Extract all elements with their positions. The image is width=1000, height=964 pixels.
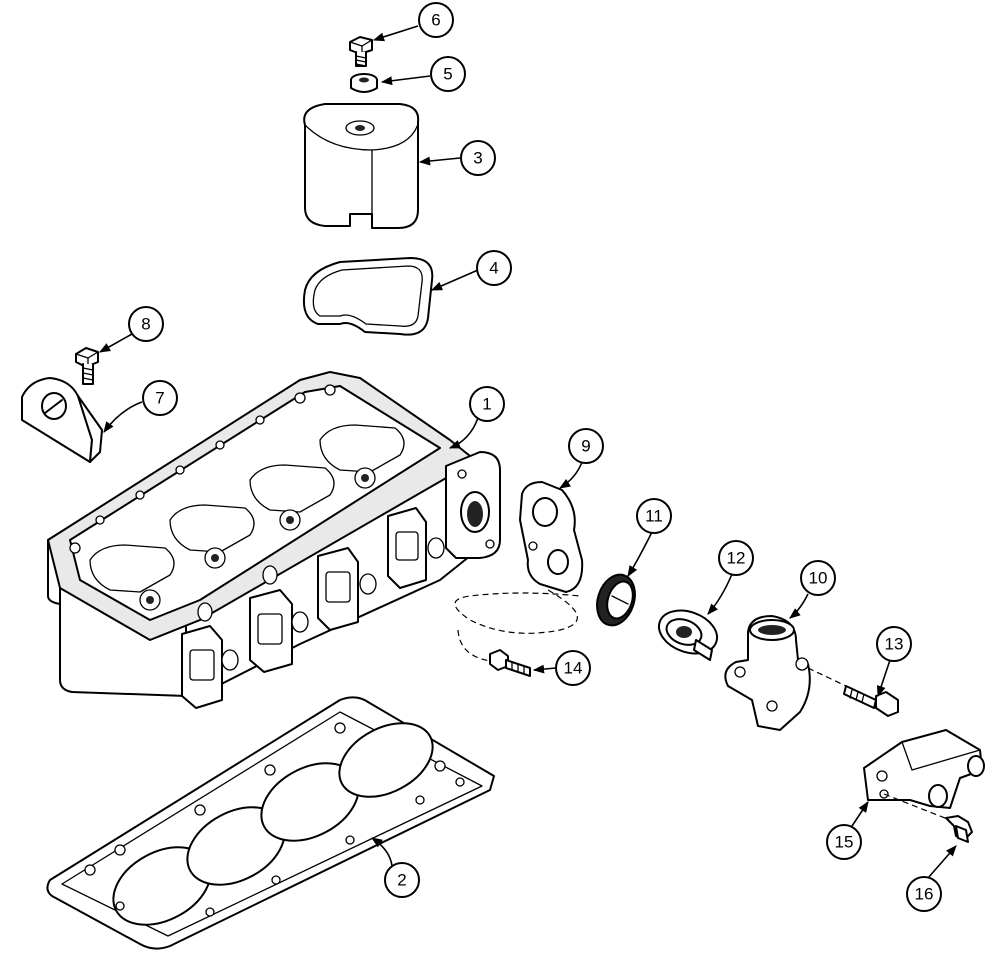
- callout-13: 13: [876, 626, 912, 662]
- callout-label-1: 1: [482, 395, 491, 414]
- leader-line-15: [851, 801, 869, 827]
- callout-7: 7: [142, 380, 178, 416]
- callout-label-3: 3: [473, 149, 482, 168]
- leader-line-1: [448, 417, 479, 449]
- leader-line-9: [559, 461, 583, 489]
- part-head-gasket-2: [46, 696, 495, 950]
- callout-label-15: 15: [835, 833, 854, 852]
- part-bolt-16: [945, 815, 973, 843]
- part-bracket-15: [863, 729, 985, 809]
- part-bolt-13: [843, 685, 899, 717]
- callout-16: 16: [906, 876, 942, 912]
- part-thermostat-12: [657, 609, 719, 661]
- callout-6: 6: [418, 2, 454, 38]
- callout-label-2: 2: [397, 871, 406, 890]
- part-bolt-14: [489, 649, 531, 677]
- callout-10: 10: [800, 560, 836, 596]
- callout-5: 5: [430, 56, 466, 92]
- callout-label-10: 10: [809, 569, 828, 588]
- part-gasket-9: [519, 481, 584, 593]
- callout-label-14: 14: [564, 659, 583, 678]
- leader-line-7: [103, 401, 143, 433]
- callout-label-11: 11: [645, 507, 663, 526]
- part-gasket-4: [302, 257, 434, 336]
- callout-label-12: 12: [727, 549, 746, 568]
- part-bracket-7: [21, 377, 103, 463]
- dashed-assembly-line: [807, 667, 847, 687]
- leader-line-2: [371, 837, 393, 867]
- dashed-assembly-line: [454, 589, 581, 634]
- callout-8: 8: [128, 306, 164, 342]
- callout-11: 11: [636, 498, 672, 534]
- callout-2: 2: [384, 862, 420, 898]
- leader-line-4: [430, 269, 479, 291]
- leader-line-16: [927, 845, 957, 879]
- leader-line-10: [789, 593, 809, 619]
- callout-label-4: 4: [489, 259, 498, 278]
- leader-line-3: [418, 156, 461, 166]
- part-bolt-6: [349, 36, 373, 67]
- part-seal-11: [596, 573, 636, 627]
- callout-label-8: 8: [141, 315, 150, 334]
- callout-4: 4: [476, 250, 512, 286]
- leader-line-8: [99, 333, 133, 353]
- callout-3: 3: [460, 140, 496, 176]
- leader-line-11: [627, 531, 653, 577]
- part-grommet-5: [350, 73, 378, 93]
- callout-label-7: 7: [155, 389, 164, 408]
- leader-line-14: [532, 664, 557, 674]
- callout-15: 15: [826, 824, 862, 860]
- callout-label-9: 9: [581, 437, 590, 456]
- callout-14: 14: [555, 650, 591, 686]
- part-bolt-8: [75, 347, 99, 385]
- leader-line-5: [380, 75, 431, 86]
- dashed-assembly-line: [883, 793, 951, 821]
- callout-label-6: 6: [431, 11, 440, 30]
- part-cover-3: [303, 103, 420, 229]
- callout-label-13: 13: [885, 635, 904, 654]
- callout-9: 9: [568, 428, 604, 464]
- leader-line-6: [372, 25, 419, 42]
- part-thermostat-housing-10: [724, 615, 811, 731]
- leader-line-13: [876, 659, 891, 698]
- callout-label-16: 16: [915, 885, 934, 904]
- callout-1: 1: [469, 386, 505, 422]
- part-cylinder-head-1: [47, 371, 501, 709]
- leader-line-12: [707, 573, 733, 615]
- callout-12: 12: [718, 540, 754, 576]
- callout-label-5: 5: [443, 65, 452, 84]
